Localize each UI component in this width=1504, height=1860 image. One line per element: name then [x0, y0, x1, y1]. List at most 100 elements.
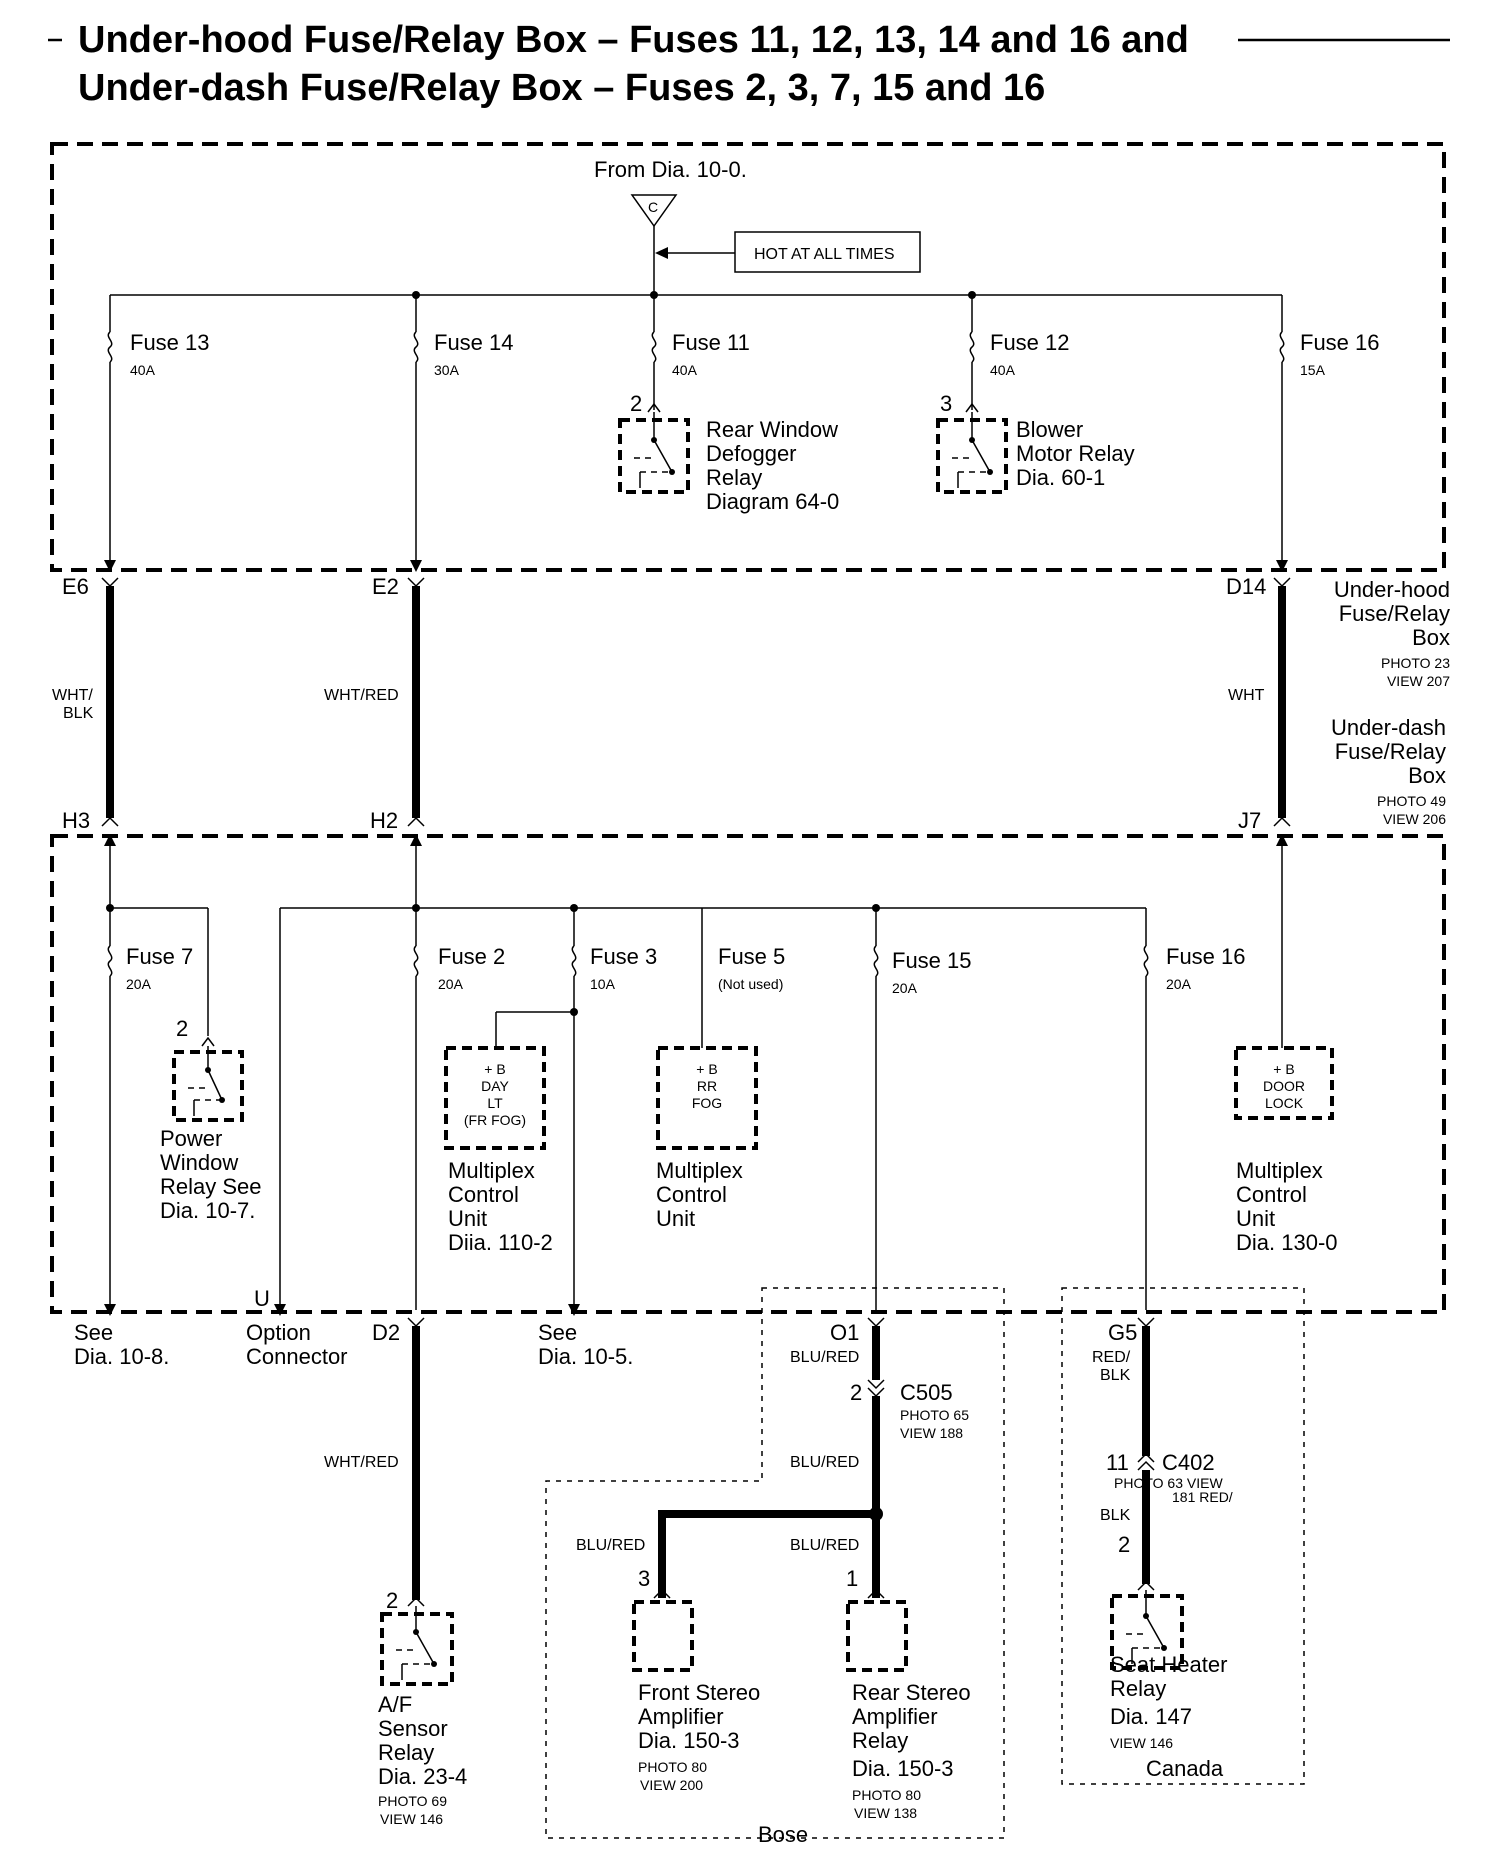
svg-text:30A: 30A — [434, 362, 460, 378]
svg-text:Unit: Unit — [656, 1206, 695, 1231]
svg-text:PHOTO 63 VIEW: PHOTO 63 VIEW — [1114, 1475, 1223, 1491]
fuse-5: Fuse 5 (Not used) — [701, 908, 785, 1048]
svg-text:Fuse 11: Fuse 11 — [672, 330, 750, 355]
source-label: From Dia. 10-0. — [594, 157, 747, 182]
svg-text:20A: 20A — [438, 976, 464, 992]
terminal-u: U — [254, 1286, 270, 1311]
canada-label: Canada — [1146, 1756, 1224, 1781]
svg-text:Power: Power — [160, 1126, 222, 1151]
svg-text:PHOTO 80: PHOTO 80 — [638, 1759, 707, 1775]
svg-text:Fuse 5: Fuse 5 — [718, 944, 785, 969]
svg-text:2: 2 — [176, 1016, 188, 1041]
svg-text:Dia. 130-0: Dia. 130-0 — [1236, 1230, 1338, 1255]
fuse-3: Fuse 3 10A — [571, 908, 657, 1310]
svg-text:15A: 15A — [1300, 362, 1326, 378]
svg-text:2: 2 — [630, 391, 642, 416]
af-sensor-relay: 2 A/F Sensor Relay Dia. 23-4 PHOTO 69 VI… — [378, 1588, 467, 1827]
svg-text:Fuse 3: Fuse 3 — [590, 944, 657, 969]
svg-text:Diagram 64-0: Diagram 64-0 — [706, 489, 839, 514]
svg-text:RR: RR — [697, 1078, 717, 1094]
svg-text:PHOTO 49: PHOTO 49 — [1377, 793, 1446, 809]
svg-text:Control: Control — [1236, 1182, 1307, 1207]
fuse-14: Fuse 14 30A — [413, 295, 514, 568]
svg-text:BLU/RED: BLU/RED — [790, 1537, 859, 1554]
svg-text:LOCK: LOCK — [1265, 1095, 1304, 1111]
svg-text:+ B: + B — [484, 1061, 505, 1077]
fuse-16-underdash: Fuse 16 20A — [1143, 908, 1246, 1310]
fuse-7: Fuse 7 20A — [107, 944, 193, 1310]
title-line-2: Under-dash Fuse/Relay Box – Fuses 2, 3, … — [78, 67, 1045, 109]
terminal-h3: H3 — [62, 808, 90, 833]
fuse-2: Fuse 2 20A — [413, 944, 505, 1310]
svg-text:VIEW 138: VIEW 138 — [854, 1805, 917, 1821]
svg-text:RED/: RED/ — [1092, 1349, 1131, 1366]
terminal-j7: J7 — [1238, 808, 1261, 833]
connector-c-icon — [630, 194, 678, 228]
svg-text:2: 2 — [850, 1380, 862, 1405]
seat-heater-relay: Seat Heater Relay Dia. 147 VIEW 146 — [1110, 1580, 1227, 1751]
hot-at-all-times-box — [734, 231, 921, 273]
fuse-15: Fuse 15 20A — [873, 908, 972, 1310]
svg-text:DOOR: DOOR — [1263, 1078, 1305, 1094]
svg-text:VIEW 188: VIEW 188 — [900, 1425, 963, 1441]
svg-text:+ B: + B — [1273, 1061, 1294, 1077]
svg-text:VIEW 206: VIEW 206 — [1383, 811, 1446, 827]
svg-text:(FR FOG): (FR FOG) — [464, 1112, 526, 1128]
svg-text:Fuse 14: Fuse 14 — [434, 330, 514, 355]
svg-text:BLU/RED: BLU/RED — [790, 1349, 859, 1366]
svg-text:Fuse 7: Fuse 7 — [126, 944, 193, 969]
svg-text:Unit: Unit — [448, 1206, 487, 1231]
svg-text:2: 2 — [386, 1588, 398, 1613]
svg-text:Connector: Connector — [246, 1344, 348, 1369]
rear-window-defogger-relay: 2 Rear Window Defogger Relay Diagram 64-… — [618, 391, 839, 514]
svg-text:VIEW 146: VIEW 146 — [380, 1811, 443, 1827]
power-window-relay: 2 Power Window Relay See Dia. 10-7. — [160, 1016, 262, 1223]
svg-text:Sensor: Sensor — [378, 1716, 448, 1741]
svg-text:PHOTO 23: PHOTO 23 — [1381, 655, 1450, 671]
svg-text:WHT/RED: WHT/RED — [324, 1454, 399, 1471]
under-hood-box — [50, 142, 1446, 572]
svg-text:20A: 20A — [1166, 976, 1192, 992]
svg-text:Relay: Relay — [852, 1728, 908, 1753]
svg-text:C505: C505 — [900, 1380, 953, 1405]
terminal-e6: E6 — [62, 574, 89, 599]
svg-text:C402: C402 — [1162, 1450, 1215, 1475]
terminal-e2: E2 — [372, 574, 399, 599]
front-stereo-amplifier: 3 Front Stereo Amplifier Dia. 150-3 PHOT… — [632, 1566, 760, 1793]
svg-text:Fuse/Relay: Fuse/Relay — [1335, 739, 1446, 764]
svg-text:Fuse 16: Fuse 16 — [1300, 330, 1380, 355]
terminal-h2: H2 — [370, 808, 398, 833]
svg-text:BLU/RED: BLU/RED — [576, 1537, 645, 1554]
terminal-g5: G5 — [1108, 1320, 1137, 1345]
svg-text:PHOTO 80: PHOTO 80 — [852, 1787, 921, 1803]
svg-text:Fuse 13: Fuse 13 — [130, 330, 210, 355]
svg-text:Seat Heater: Seat Heater — [1110, 1652, 1227, 1677]
svg-text:Dia. 60-1: Dia. 60-1 — [1016, 465, 1105, 490]
svg-text:40A: 40A — [672, 362, 698, 378]
svg-text:WHT: WHT — [1228, 687, 1265, 704]
svg-text:Amplifier: Amplifier — [638, 1704, 724, 1729]
svg-text:Fuse/Relay: Fuse/Relay — [1339, 601, 1450, 626]
svg-text:Under-dash: Under-dash — [1331, 715, 1446, 740]
svg-text:VIEW 207: VIEW 207 — [1387, 673, 1450, 689]
svg-text:Relay: Relay — [1110, 1676, 1166, 1701]
svg-text:Fuse 2: Fuse 2 — [438, 944, 505, 969]
option-connector: Option — [246, 1320, 311, 1345]
svg-text:Window: Window — [160, 1150, 238, 1175]
svg-text:Box: Box — [1412, 625, 1450, 650]
under-dash-box-label: Under-dash Fuse/Relay Box PHOTO 49 VIEW … — [1331, 715, 1446, 827]
svg-text:FOG: FOG — [692, 1095, 722, 1111]
terminal-d2: D2 — [372, 1320, 400, 1345]
svg-text:3: 3 — [638, 1566, 650, 1591]
multiplex-control-unit-rr-fog: + B RR FOG Multiplex Control Unit — [656, 1046, 758, 1231]
svg-text:LT: LT — [487, 1095, 503, 1111]
svg-text:Rear Window: Rear Window — [706, 417, 838, 442]
svg-text:Multiplex: Multiplex — [1236, 1158, 1323, 1183]
fuse-11: Fuse 11 40A — [651, 295, 750, 410]
svg-text:Fuse 12: Fuse 12 — [990, 330, 1070, 355]
svg-text:Front Stereo: Front Stereo — [638, 1680, 760, 1705]
svg-text:181 RED/: 181 RED/ — [1172, 1489, 1233, 1505]
fuse-12: Fuse 12 40A — [969, 295, 1070, 410]
svg-text:Dia. 147: Dia. 147 — [1110, 1704, 1192, 1729]
